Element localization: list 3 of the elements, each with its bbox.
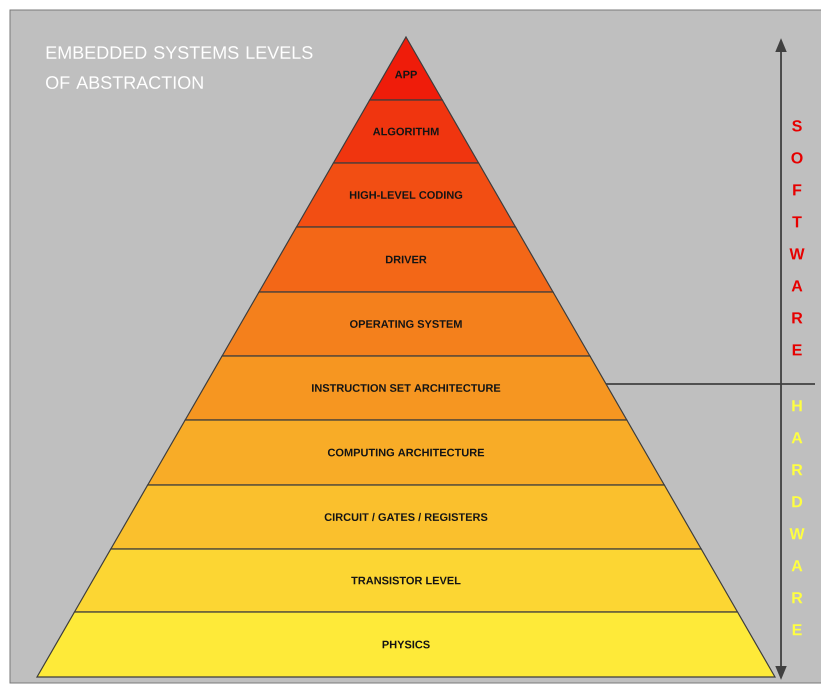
vertical-label: HARDWARE bbox=[789, 400, 805, 636]
vertical-label: SOFTWARE bbox=[789, 120, 805, 356]
title: EMBEDDED SYSTEMS LEVELS OF ABSTRACTION bbox=[46, 46, 312, 89]
